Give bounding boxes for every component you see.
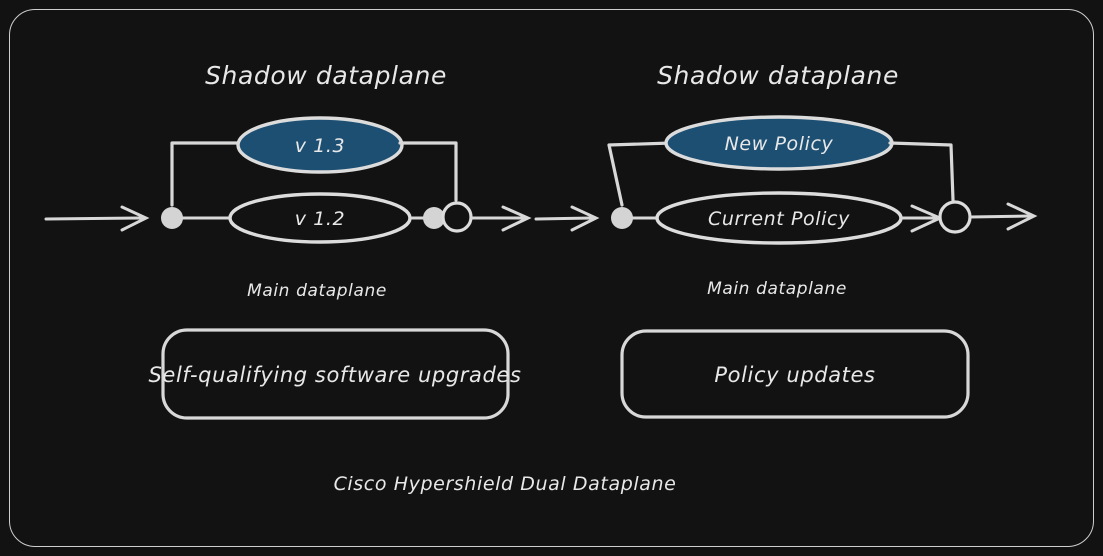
branch-up-right	[607, 141, 674, 207]
summary-box-right[interactable]	[620, 329, 970, 419]
summary-box-left[interactable]	[161, 328, 510, 420]
shadow-node-label-right: New Policy	[725, 133, 834, 155]
merge-circle-left[interactable]	[441, 201, 473, 233]
merge-inbound-arrow-right	[899, 204, 944, 233]
outbound-arrow-left	[469, 205, 532, 232]
junction-dot-left-in	[161, 207, 183, 229]
inbound-arrow-left	[44, 205, 150, 232]
junction-dot-left-out	[423, 207, 445, 229]
branch-up-left	[170, 141, 245, 207]
shadow-node-left[interactable]	[236, 116, 404, 174]
junction-dot-right-in	[611, 207, 633, 229]
outer-frame	[9, 9, 1094, 547]
inbound-arrow-right	[534, 205, 600, 232]
shadow-dataplane-title-right: Shadow dataplane	[657, 61, 899, 90]
main-dataplane-title-right: Main dataplane	[707, 279, 847, 299]
main-node-left[interactable]	[228, 192, 412, 244]
branch-down-right	[888, 141, 955, 202]
branch-down-left	[398, 141, 458, 202]
main-node-label-left: v 1.2	[295, 208, 346, 230]
merge-circle-right[interactable]	[938, 200, 972, 234]
main-node-label-right: Current Policy	[708, 208, 850, 230]
diagram-caption: Cisco Hypershield Dual Dataplane	[334, 473, 677, 495]
shadow-node-label-left: v 1.3	[295, 135, 346, 157]
panel-software-upgrades: Shadow dataplane v 1.3 v 1.2	[44, 61, 532, 420]
main-dataplane-title-left: Main dataplane	[247, 281, 387, 301]
shadow-dataplane-title-left: Shadow dataplane	[205, 61, 447, 90]
panel-policy-updates: Shadow dataplane New Policy Current Poli…	[534, 61, 1038, 419]
summary-box-label-left: Self-qualifying software upgrades	[149, 363, 522, 387]
outbound-arrow-right	[968, 202, 1038, 231]
summary-box-label-right: Policy updates	[714, 363, 875, 387]
